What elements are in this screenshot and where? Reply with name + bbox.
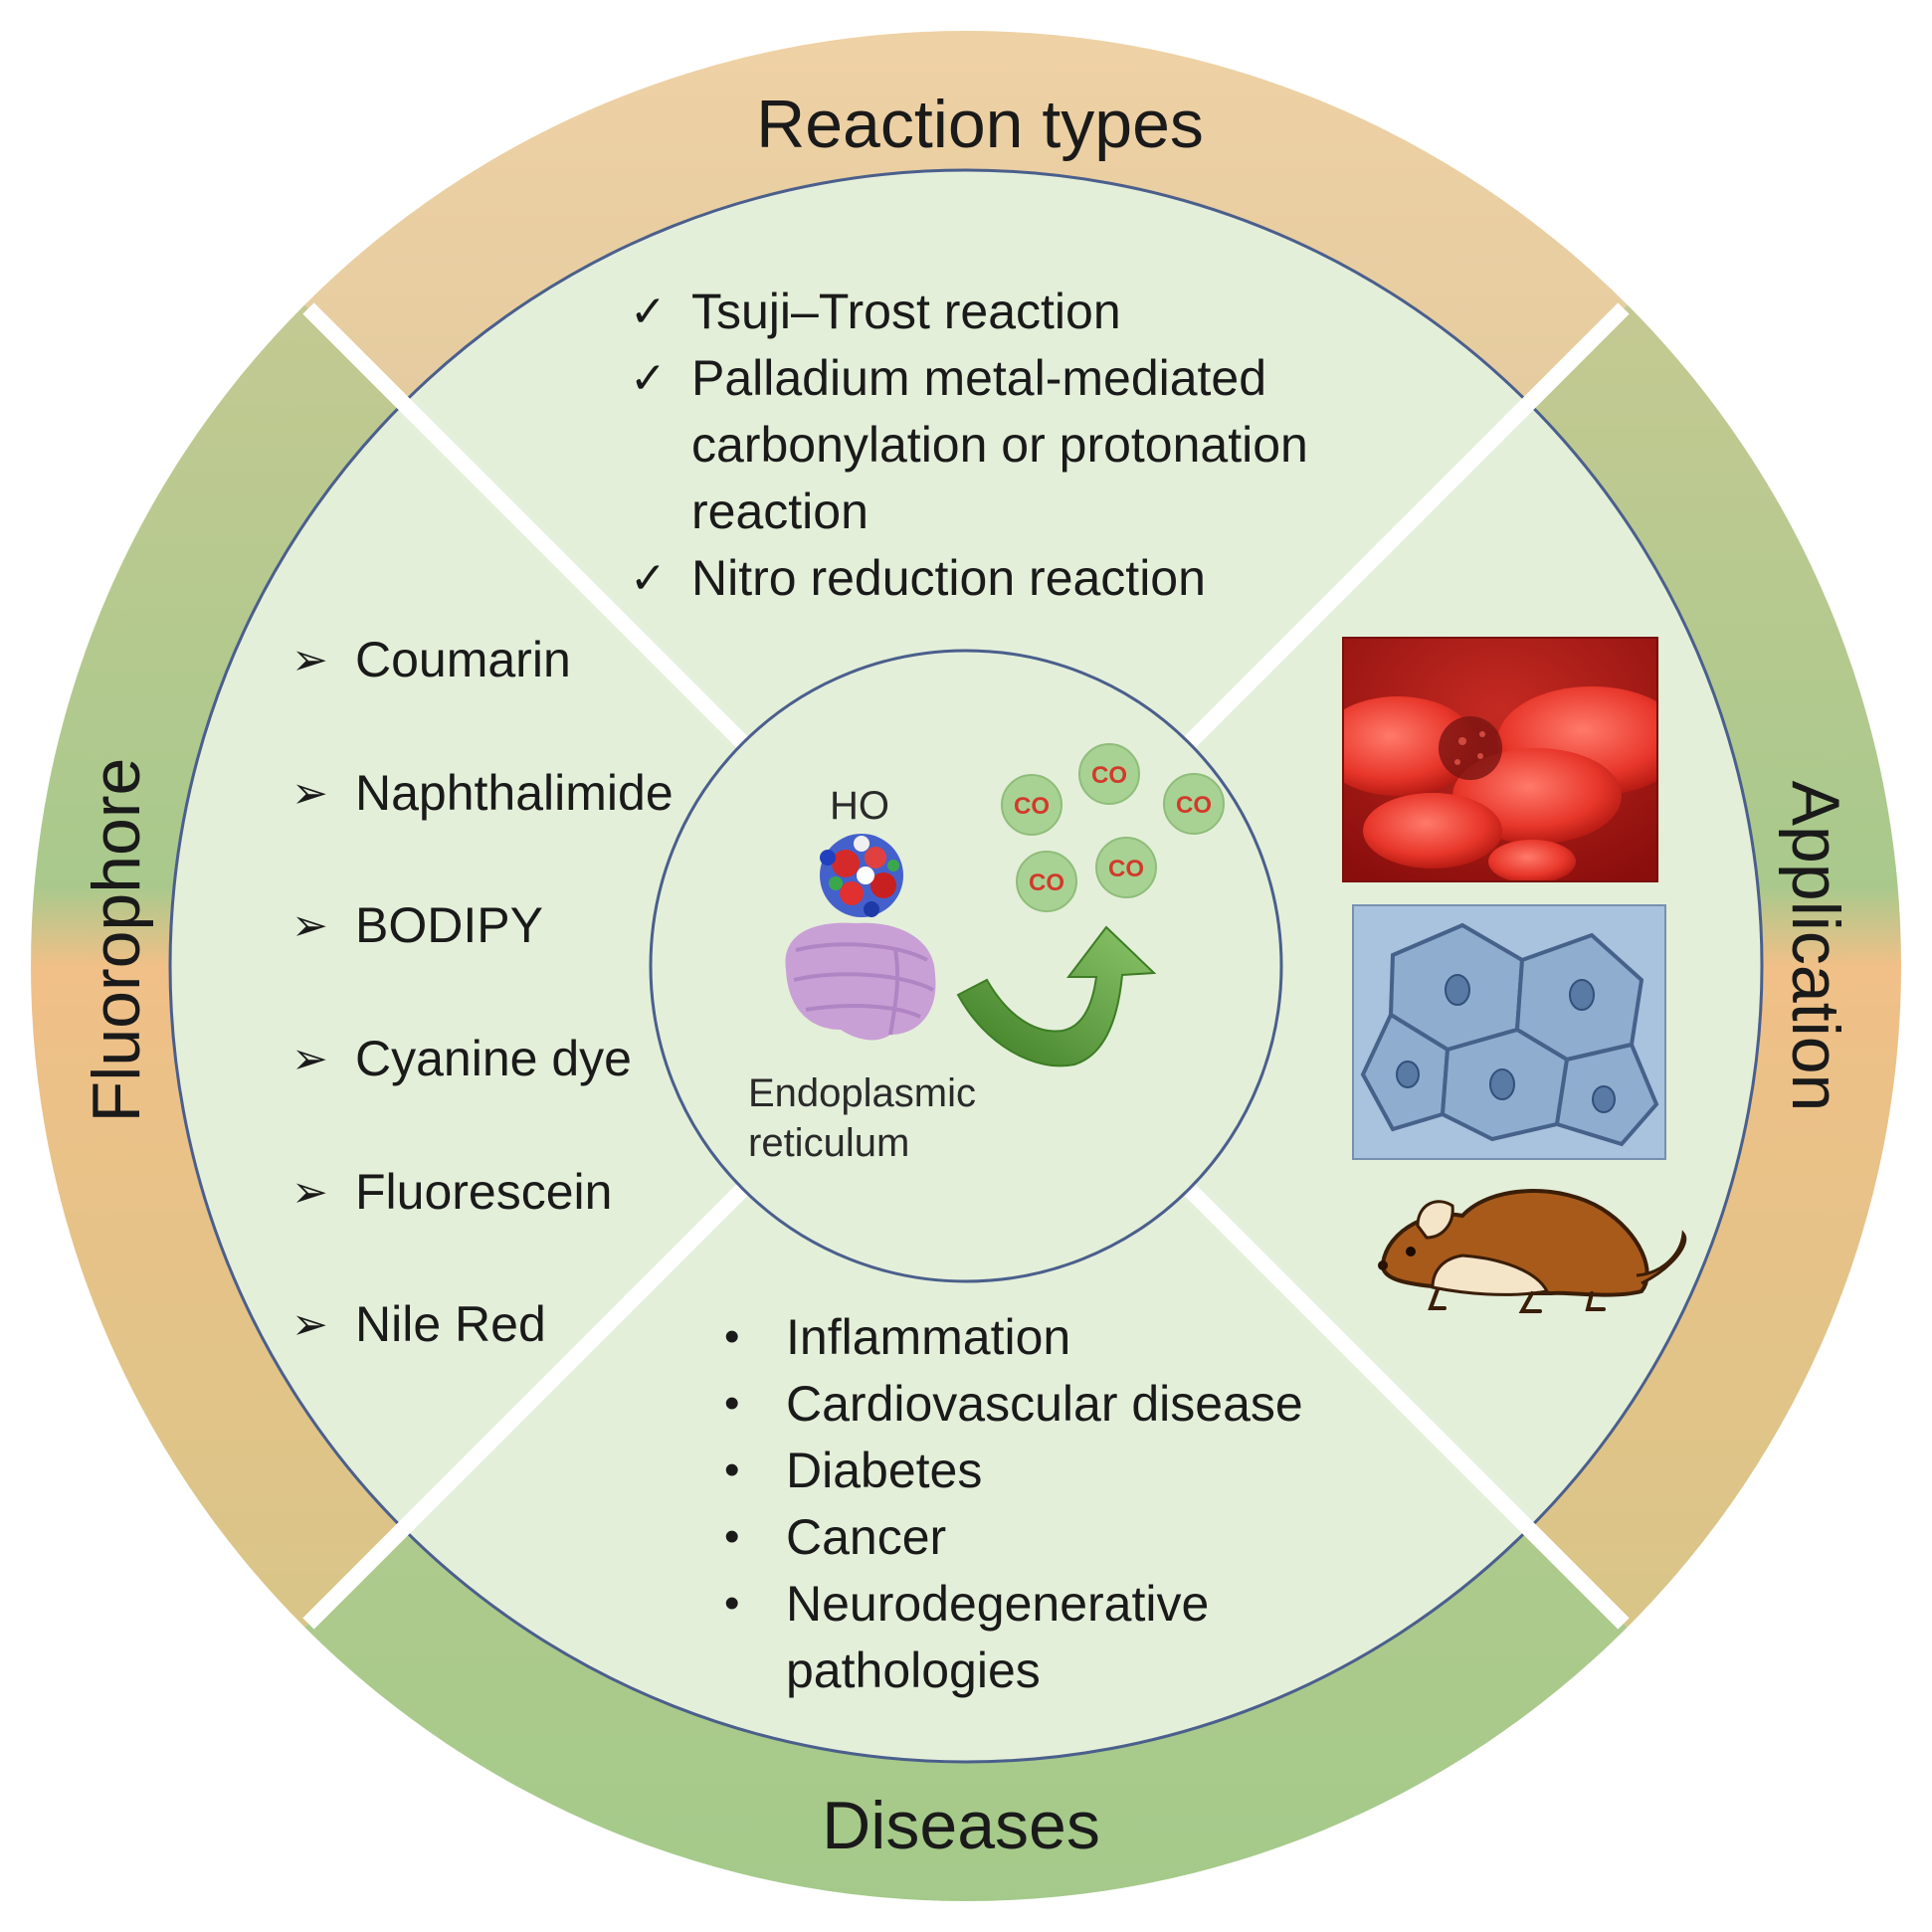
organelle-label-continued: reticulum bbox=[748, 1121, 909, 1165]
arrow-icon: ➢ bbox=[291, 1035, 328, 1083]
reaction-item-continued: carbonylation or protonation bbox=[691, 417, 1308, 473]
section-title-fluorophore: Fluorophore bbox=[79, 758, 154, 1123]
svg-text:CO: CO bbox=[1029, 869, 1064, 896]
reaction-item: Nitro reduction reaction bbox=[691, 550, 1206, 606]
section-title-diseases: Diseases bbox=[822, 1788, 1100, 1863]
svg-text:CO: CO bbox=[1176, 792, 1212, 819]
fluorophore-item: Coumarin bbox=[355, 632, 571, 687]
reaction-item: Tsuji–Trost reaction bbox=[691, 284, 1121, 339]
co-bubble: CO bbox=[1163, 773, 1225, 835]
reaction-types-list: ✓ Tsuji–Trost reaction ✓ Palladium metal… bbox=[630, 284, 1308, 606]
check-icon: ✓ bbox=[630, 354, 667, 403]
disease-item: Cardiovascular disease bbox=[786, 1376, 1303, 1432]
co-bubble: CO bbox=[1078, 743, 1140, 805]
arrow-icon: ➢ bbox=[291, 1300, 328, 1349]
co-bubble: CO bbox=[1001, 774, 1063, 836]
endoplasmic-reticulum-icon bbox=[785, 922, 936, 1041]
application-images bbox=[1342, 637, 1687, 1313]
fluorophore-item: Cyanine dye bbox=[355, 1031, 632, 1086]
svg-text:CO: CO bbox=[1014, 793, 1050, 820]
svg-text:CO: CO bbox=[1108, 856, 1144, 882]
co-bubble: CO bbox=[1095, 837, 1157, 898]
bullet-icon: • bbox=[724, 1312, 739, 1361]
disease-item: Diabetes bbox=[786, 1443, 982, 1498]
disease-item: Inflammation bbox=[786, 1309, 1070, 1365]
release-arrow-icon bbox=[956, 925, 1157, 1067]
bullet-icon: • bbox=[724, 1379, 739, 1428]
bullet-icon: • bbox=[724, 1579, 739, 1628]
cultured-cells-micrograph bbox=[1353, 905, 1665, 1159]
arrow-icon: ➢ bbox=[291, 1168, 328, 1217]
disease-item: Cancer bbox=[786, 1509, 946, 1565]
check-icon: ✓ bbox=[630, 288, 667, 336]
arrow-icon: ➢ bbox=[291, 636, 328, 684]
fluorophore-list: ➢ Coumarin ➢ Naphthalimide ➢ BODIPY ➢ Cy… bbox=[291, 632, 674, 1352]
blood-vessel-cells-image bbox=[1343, 638, 1657, 881]
diseases-list: • Inflammation • Cardiovascular disease … bbox=[724, 1309, 1303, 1698]
heme-oxygenase-protein-icon bbox=[820, 834, 903, 917]
arrow-icon: ➢ bbox=[291, 769, 328, 818]
co-bubbles: CO CO CO CO CO bbox=[1001, 743, 1225, 912]
reaction-item: Palladium metal-mediated bbox=[691, 350, 1266, 406]
fluorophore-item: Fluorescein bbox=[355, 1164, 612, 1220]
center-content: HO Endoplasmic reticulum bbox=[748, 743, 1225, 1165]
center-circle bbox=[649, 649, 1283, 1283]
section-title-reaction-types: Reaction types bbox=[756, 87, 1204, 162]
check-icon: ✓ bbox=[630, 554, 667, 603]
section-title-application: Application bbox=[1778, 781, 1853, 1112]
enzyme-label: HO bbox=[830, 784, 889, 828]
fluorophore-item: Nile Red bbox=[355, 1296, 546, 1352]
quadrant-dividers bbox=[302, 302, 1630, 1630]
mouse-icon bbox=[1378, 1189, 1687, 1313]
svg-text:CO: CO bbox=[1091, 762, 1127, 789]
co-bubble: CO bbox=[1016, 851, 1077, 912]
fluorophore-item: Naphthalimide bbox=[355, 765, 674, 821]
bullet-icon: • bbox=[724, 1446, 739, 1494]
reaction-item-continued: reaction bbox=[691, 483, 869, 539]
disease-item-continued: pathologies bbox=[786, 1642, 1041, 1698]
arrow-icon: ➢ bbox=[291, 901, 328, 950]
bullet-icon: • bbox=[724, 1512, 739, 1561]
fluorophore-item: BODIPY bbox=[355, 897, 543, 953]
organelle-label: Endoplasmic bbox=[748, 1071, 976, 1115]
disease-item: Neurodegenerative bbox=[786, 1576, 1209, 1632]
